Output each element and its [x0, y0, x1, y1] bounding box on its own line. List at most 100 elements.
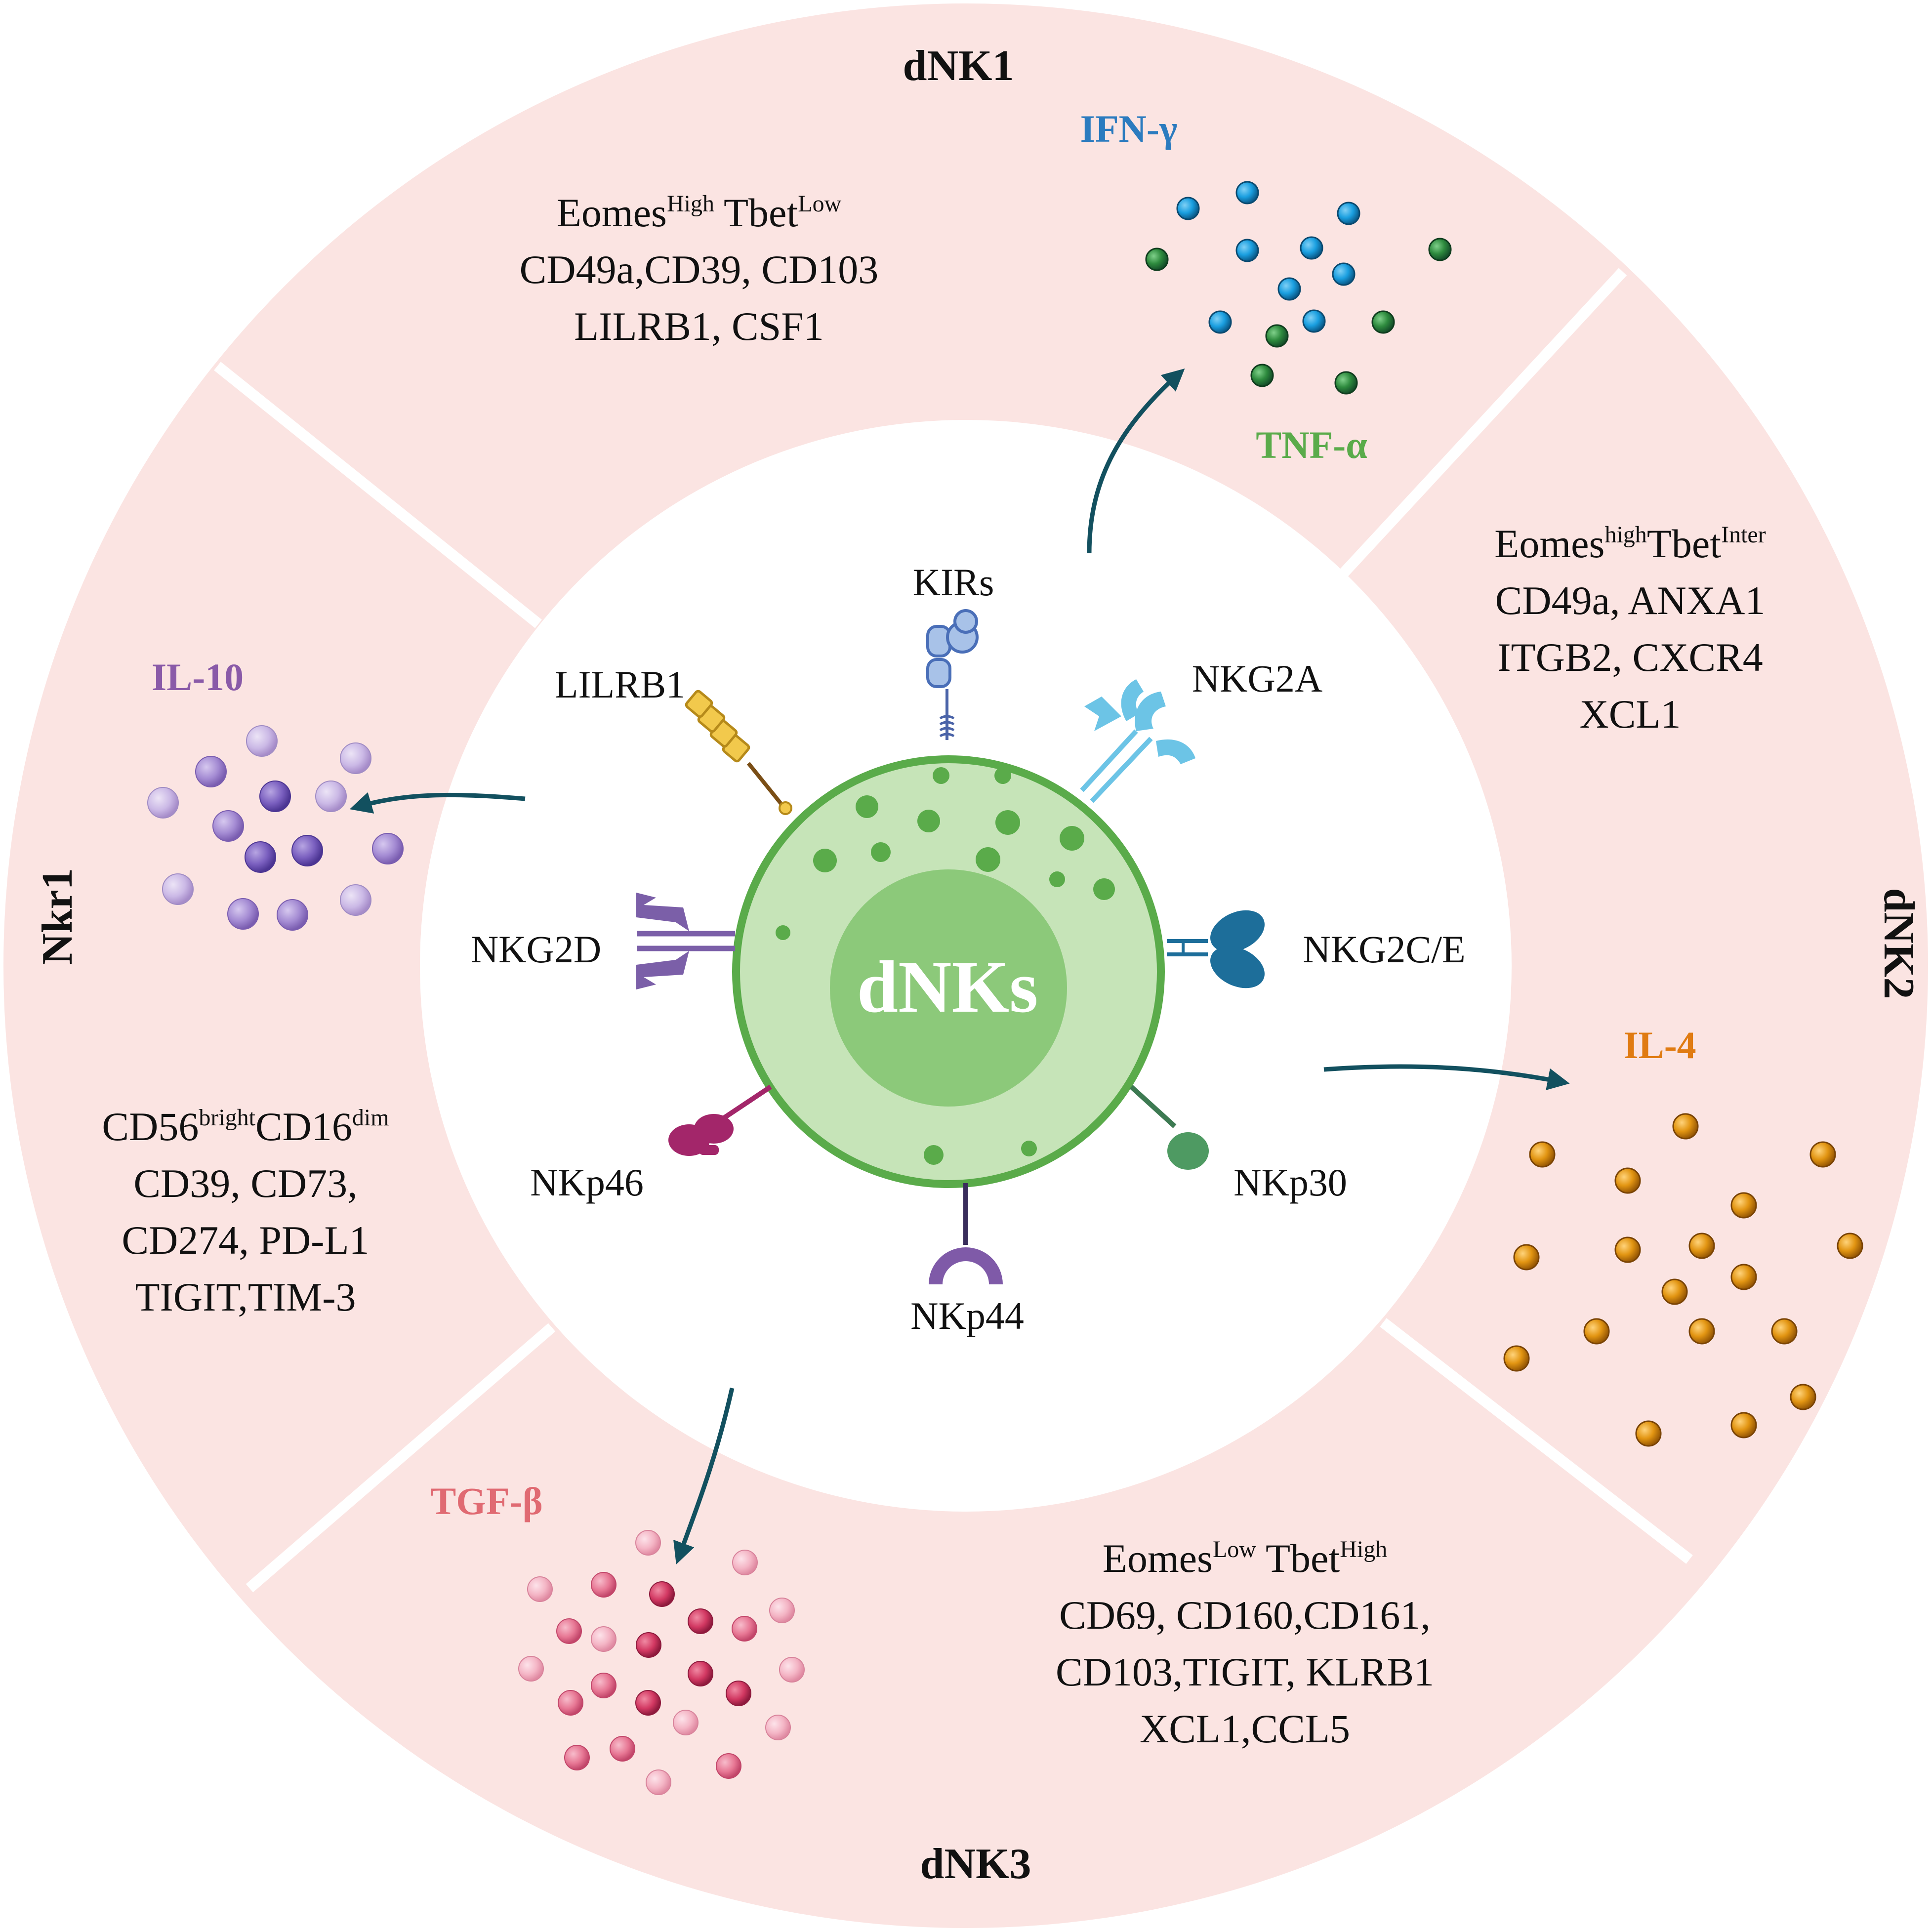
tgf-particle — [635, 1530, 661, 1556]
il4-particle — [1672, 1113, 1699, 1140]
tgf-particle — [769, 1598, 795, 1623]
marker-segment: Eomes — [1494, 521, 1604, 566]
ifn-particle — [1235, 181, 1259, 205]
granule — [1049, 871, 1065, 887]
tgf-particle — [779, 1657, 805, 1683]
il10-particle — [162, 873, 194, 905]
granule — [856, 795, 878, 818]
il4-particle — [1583, 1318, 1610, 1345]
dnk-cell: dNKs — [732, 755, 1165, 1188]
il4-label: IL-4 — [1623, 1024, 1696, 1067]
tgf-particle — [591, 1626, 617, 1652]
marker-segment: CD49a,CD39, CD103 — [520, 247, 879, 292]
marker-segment: CD49a, ANXA1 — [1495, 578, 1766, 623]
tgf-particle — [726, 1681, 751, 1706]
granule — [994, 767, 1011, 784]
marker-segment: XCL1 — [1580, 692, 1681, 737]
marker-segment: TIGIT,TIM-3 — [135, 1274, 356, 1319]
il10-particles — [147, 725, 404, 931]
marker-segment: Tbet — [1647, 521, 1721, 566]
dnk2-marker-line: XCL1 — [1580, 692, 1681, 737]
tgf-particle — [518, 1656, 544, 1682]
il10-particle — [277, 899, 308, 931]
granule — [995, 810, 1020, 835]
granule — [917, 810, 940, 832]
granule — [871, 842, 891, 862]
tnf-particle — [1145, 247, 1169, 271]
marker-segment: ITGB2, CXCR4 — [1497, 635, 1763, 680]
il10-particle — [212, 810, 244, 842]
tgf-particle — [610, 1736, 635, 1762]
kirs-label: KIRs — [913, 561, 994, 604]
dnk2-marker-line: CD49a, ANXA1 — [1495, 578, 1766, 623]
ifn-particle — [1332, 262, 1356, 286]
ifn-particle — [1300, 236, 1323, 260]
marker-segment: CD16 — [255, 1104, 352, 1149]
il4-particle — [1503, 1345, 1530, 1372]
il10-particle — [147, 787, 179, 819]
marker-segment: CD274, PD-L1 — [122, 1218, 369, 1263]
tnf-label: TNF-α — [1256, 423, 1367, 466]
dnk1-marker-line: LILRB1, CSF1 — [574, 304, 824, 349]
granule — [1060, 826, 1084, 851]
tnf-particle — [1250, 364, 1274, 387]
il10-label: IL-10 — [152, 656, 244, 698]
tgf-particle — [688, 1608, 713, 1634]
nkp46-label: NKp46 — [530, 1161, 644, 1204]
il10-particle — [245, 841, 276, 873]
il4-particle — [1771, 1318, 1798, 1345]
tnf-particle — [1428, 238, 1452, 261]
dnk1-marker-line: EomesHigh TbetLow — [557, 190, 842, 235]
granule — [813, 849, 837, 872]
arrow-to-tgf — [673, 1387, 735, 1564]
tgf-particle — [558, 1690, 583, 1716]
granule — [1093, 878, 1115, 900]
lilrb1-receptor — [685, 690, 792, 815]
marker-superscript: Inter — [1721, 522, 1766, 548]
marker-segment: Eomes — [1103, 1536, 1213, 1581]
marker-superscript: high — [1604, 522, 1646, 548]
tnf-particles — [1145, 238, 1452, 395]
ifn-label: IFN-γ — [1080, 107, 1178, 150]
separator-dnk1-nkr1 — [214, 362, 542, 628]
tnf-particle — [1334, 371, 1358, 395]
cell-granules — [776, 767, 1115, 1165]
nkr1-title: Nkr1 — [34, 868, 82, 965]
il10-particle — [227, 898, 259, 930]
ifn-particle — [1337, 202, 1360, 225]
nkp30-receptor — [1129, 1085, 1209, 1170]
marker-segment: XCL1,CCL5 — [1140, 1706, 1350, 1751]
marker-segment: CD56 — [102, 1104, 199, 1149]
tgf-particles — [518, 1530, 805, 1795]
nkp44-label: NKp44 — [910, 1294, 1024, 1337]
il4-particle — [1809, 1141, 1836, 1168]
dnk1-title: dNK1 — [903, 42, 1014, 90]
tgf-particle — [688, 1661, 713, 1686]
dnk2-marker-line: ITGB2, CXCR4 — [1497, 635, 1763, 680]
dnk3-marker-line: CD69, CD160,CD161, — [1059, 1593, 1431, 1638]
granule — [976, 847, 1000, 872]
il4-particle — [1730, 1264, 1757, 1290]
marker-segment: LILRB1, CSF1 — [574, 304, 824, 349]
arrow-to-il10 — [349, 792, 526, 814]
arrow-to-ifn-tnf — [1087, 368, 1185, 554]
tgf-particle — [556, 1618, 582, 1644]
marker-segment: Tbet — [1256, 1536, 1340, 1581]
nkr1-marker-line: CD39, CD73, — [133, 1161, 357, 1206]
tnf-particle — [1265, 324, 1289, 348]
tgf-particle — [673, 1710, 699, 1735]
il4-particle — [1790, 1384, 1816, 1410]
il4-particles — [1503, 1113, 1863, 1447]
marker-superscript: Low — [1213, 1536, 1256, 1562]
marker-superscript: High — [667, 191, 714, 217]
tgf-particle — [527, 1576, 553, 1602]
il4-particle — [1513, 1244, 1540, 1271]
dnk3-title: dNK3 — [920, 1840, 1031, 1888]
nkg2d-label: NKG2D — [471, 928, 601, 971]
cell-nucleus — [830, 869, 1067, 1107]
dnk3-marker-line: CD103,TIGIT, KLRB1 — [1056, 1649, 1434, 1694]
il10-particle — [315, 781, 347, 812]
